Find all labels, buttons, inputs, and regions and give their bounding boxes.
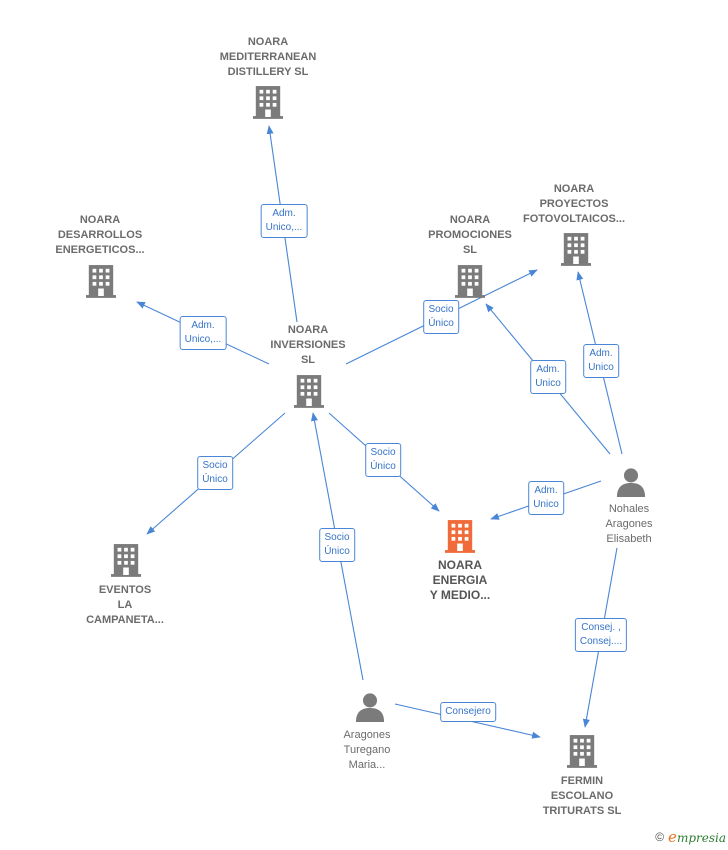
relation-text: Unico,...: [184, 334, 222, 345]
node-label-line: CAMPANETA...: [86, 614, 164, 626]
relation-text: Adm.: [536, 364, 560, 375]
relation-text: Único: [428, 318, 454, 329]
relation-text: Adm.: [191, 320, 215, 331]
relation-text: Único: [202, 474, 228, 485]
node-label-line: DESARROLLOS: [57, 229, 143, 241]
node-label-line: ENERGIA: [432, 573, 488, 587]
node-label-line: PROMOCIONES: [428, 229, 512, 241]
node-label-line: Nohales: [608, 503, 650, 515]
node-label-line: LA: [117, 599, 133, 611]
node-label-line: NOARA: [449, 214, 491, 226]
node-label-line: Turegano: [343, 744, 391, 756]
relation-text: Único: [370, 461, 396, 472]
relation-text: Socio: [202, 460, 228, 471]
relation-text: Adm.: [589, 348, 613, 359]
relation-text: Socio: [324, 532, 350, 543]
relation-text: Socio: [370, 447, 396, 458]
footer-brand: © empresia: [655, 828, 726, 846]
building-icon[interactable]: [567, 735, 597, 768]
relation-text: Consej. ,: [581, 622, 621, 633]
node-label-line: EVENTOS: [98, 584, 152, 596]
empresia-logo[interactable]: empresia: [668, 828, 726, 846]
relation-label-inversiones-desarrollos[interactable]: Adm. Unico,...: [179, 316, 227, 350]
building-icon[interactable]: [294, 375, 324, 408]
relation-label-nohales-proyectos[interactable]: Adm. Unico: [583, 344, 619, 378]
node-label-line: Maria...: [348, 759, 386, 771]
node-label-line: NOARA: [438, 558, 482, 572]
relation-text: Unico: [535, 378, 561, 389]
node-label-line: NOARA: [287, 324, 329, 336]
relation-text: Consej....: [579, 636, 623, 647]
node-label-line: SL: [300, 354, 316, 366]
node-label-line: PROYECTOS: [539, 198, 609, 210]
node-label-eventos[interactable]: EVENTOS LA CAMPANETA...: [86, 583, 164, 628]
node-label-line: SL: [462, 244, 478, 256]
relation-text: Adm.: [272, 208, 296, 219]
node-label-fermin[interactable]: FERMIN ESCOLANO TRITURATS SL: [543, 774, 622, 819]
relation-label-nohales-fermin[interactable]: Consej. , Consej....: [574, 618, 628, 652]
building-icon[interactable]: [111, 544, 141, 577]
node-label-line: INVERSIONES: [270, 339, 346, 351]
node-label-line: Aragones: [343, 729, 391, 741]
relation-label-nohales-promociones[interactable]: Adm. Unico: [530, 360, 566, 394]
node-label-inversiones[interactable]: NOARA INVERSIONES SL: [270, 323, 345, 368]
node-label-line: ESCOLANO: [550, 790, 614, 802]
node-label-line: FOTOVOLTAICOS...: [522, 213, 626, 225]
relation-label-nohales-energia[interactable]: Adm. Unico: [528, 481, 564, 515]
relation-text: Unico: [588, 362, 614, 373]
relation-text: Socio: [428, 304, 454, 315]
node-label-line: NOARA: [79, 214, 121, 226]
node-label-line: ENERGETICOS...: [55, 244, 145, 256]
node-label-line: TRITURATS SL: [542, 805, 622, 817]
copyright-mark: ©: [655, 830, 665, 844]
relation-text: Consejero: [445, 706, 491, 717]
node-label-desarrollos[interactable]: NOARA DESARROLLOS ENERGETICOS...: [55, 213, 144, 258]
person-icon[interactable]: [616, 468, 646, 497]
node-label-line: NOARA: [247, 36, 289, 48]
node-label-line: Y MEDIO...: [429, 588, 491, 602]
node-label-line: FERMIN: [560, 775, 604, 787]
building-icon[interactable]: [561, 233, 591, 266]
node-label-proyectos[interactable]: NOARA PROYECTOS FOTOVOLTAICOS...: [523, 182, 625, 227]
relation-label-inversiones-mediterranean[interactable]: Adm. Unico,...: [260, 204, 308, 238]
relation-label-aragones-fermin[interactable]: Consejero: [440, 702, 496, 722]
node-label-promociones[interactable]: NOARA PROMOCIONES SL: [428, 213, 512, 258]
node-label-mediterranean[interactable]: NOARA MEDITERRANEAN DISTILLERY SL: [220, 35, 317, 80]
node-label-line: NOARA: [553, 183, 595, 195]
person-icon[interactable]: [355, 693, 385, 722]
relation-text: Único: [324, 546, 350, 557]
relation-text: Unico,...: [265, 222, 303, 233]
building-icon[interactable]: [445, 520, 475, 553]
building-icon[interactable]: [86, 265, 116, 298]
relation-text: Unico: [533, 499, 559, 510]
node-label-line: MEDITERRANEAN: [219, 51, 317, 63]
building-icon[interactable]: [455, 265, 485, 298]
node-label-line: DISTILLERY SL: [227, 66, 309, 78]
building-icon[interactable]: [253, 86, 283, 119]
node-label-line: Elisabeth: [606, 533, 652, 545]
node-label-line: Aragones: [605, 518, 653, 530]
relation-text: Adm.: [534, 485, 558, 496]
